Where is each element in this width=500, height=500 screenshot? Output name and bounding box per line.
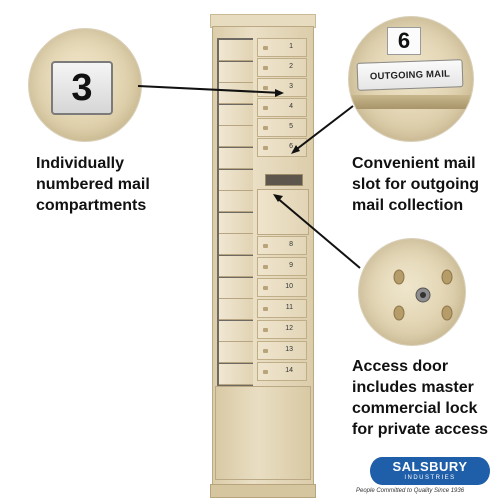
door-number: 11: [285, 304, 293, 311]
compartment-number-plate: 3: [51, 61, 113, 115]
door-number: 9: [289, 262, 293, 269]
door-handle-icon: [263, 46, 268, 50]
door-handle-icon: [263, 265, 268, 269]
left-compartment-door[interactable]: [219, 234, 253, 256]
door-handle-icon: [263, 328, 268, 332]
label-mail-slot: Convenient mail slot for outgoing mail c…: [352, 155, 480, 214]
door-handle-icon: [263, 349, 268, 353]
door-number: 2: [289, 63, 293, 70]
brand-tagline: People Committed to Quality Since 1936: [356, 488, 465, 494]
mail-slot-edge: [349, 95, 473, 109]
door-handle-icon: [263, 146, 268, 150]
door-number: 14: [285, 367, 293, 374]
door-number: 4: [289, 103, 293, 110]
left-compartment-door[interactable]: [219, 83, 253, 105]
left-compartment-door[interactable]: [219, 277, 253, 299]
door-number: 5: [289, 123, 293, 130]
number-callout-circle: 3: [28, 28, 142, 142]
left-compartment-door[interactable]: [219, 320, 253, 342]
pointer-mail-slot: [292, 105, 354, 153]
access-door-callout-circle: [358, 238, 466, 346]
compartment-door-10[interactable]: 10: [257, 278, 307, 297]
left-compartment-door[interactable]: [219, 191, 253, 213]
compartment-door-4[interactable]: 4: [257, 98, 307, 117]
outgoing-mail-callout-circle: 6 OUTGOING MAIL: [348, 16, 474, 142]
left-compartment-door[interactable]: [219, 212, 253, 234]
door-number: 12: [285, 325, 293, 332]
left-compartment-door[interactable]: [219, 148, 253, 169]
lock-icon: [393, 269, 453, 321]
left-compartment-door[interactable]: [219, 299, 253, 321]
compartment-door-11[interactable]: 11: [257, 299, 307, 318]
outgoing-mail-slot: [265, 174, 303, 186]
door-handle-icon: [263, 286, 268, 290]
left-compartment-door[interactable]: [219, 126, 253, 148]
door-handle-icon: [263, 370, 268, 374]
compartment-door-2[interactable]: 2: [257, 58, 307, 77]
left-compartment-door[interactable]: [219, 342, 253, 364]
door-handle-icon: [263, 66, 268, 70]
compartment-door-13[interactable]: 13: [257, 341, 307, 360]
door-number: 10: [285, 283, 293, 290]
door-handle-icon: [263, 126, 268, 130]
compartment-door-12[interactable]: 12: [257, 320, 307, 339]
salsbury-logo: SALSBURY INDUSTRIES: [370, 457, 490, 485]
left-compartment-door[interactable]: [219, 169, 253, 191]
compartment-door-1[interactable]: 1: [257, 38, 307, 57]
compartment-door-14[interactable]: 14: [257, 362, 307, 381]
door-number: 3: [289, 83, 293, 90]
compartment-door-9[interactable]: 9: [257, 257, 307, 276]
door-handle-icon: [263, 244, 268, 248]
pointer-number: [137, 85, 283, 94]
unit-bottom-panel: [215, 386, 311, 480]
left-compartment-door[interactable]: [219, 256, 253, 277]
door-handle-icon: [263, 106, 268, 110]
pointer-access-door: [275, 196, 361, 269]
left-compartment-door[interactable]: [219, 104, 253, 126]
door-number: 8: [289, 241, 293, 248]
compartment-door-8[interactable]: 8: [257, 236, 307, 255]
compartment-door-5[interactable]: 5: [257, 118, 307, 137]
label-numbered-compartments: Individually numbered mail compartments: [36, 155, 150, 214]
door-number: 6: [289, 143, 293, 150]
door-number: 13: [285, 346, 293, 353]
outgoing-number-plate: 6: [387, 27, 421, 55]
left-compartment-door[interactable]: [219, 40, 253, 61]
door-number: 1: [289, 43, 293, 50]
label-access-door: Access door includes master commercial l…: [352, 358, 489, 438]
left-compartment-door[interactable]: [219, 364, 253, 385]
door-handle-icon: [263, 86, 268, 90]
unit-base: [210, 484, 316, 498]
left-compartment-door[interactable]: [219, 61, 253, 83]
access-door[interactable]: [257, 189, 309, 235]
door-handle-icon: [263, 307, 268, 311]
